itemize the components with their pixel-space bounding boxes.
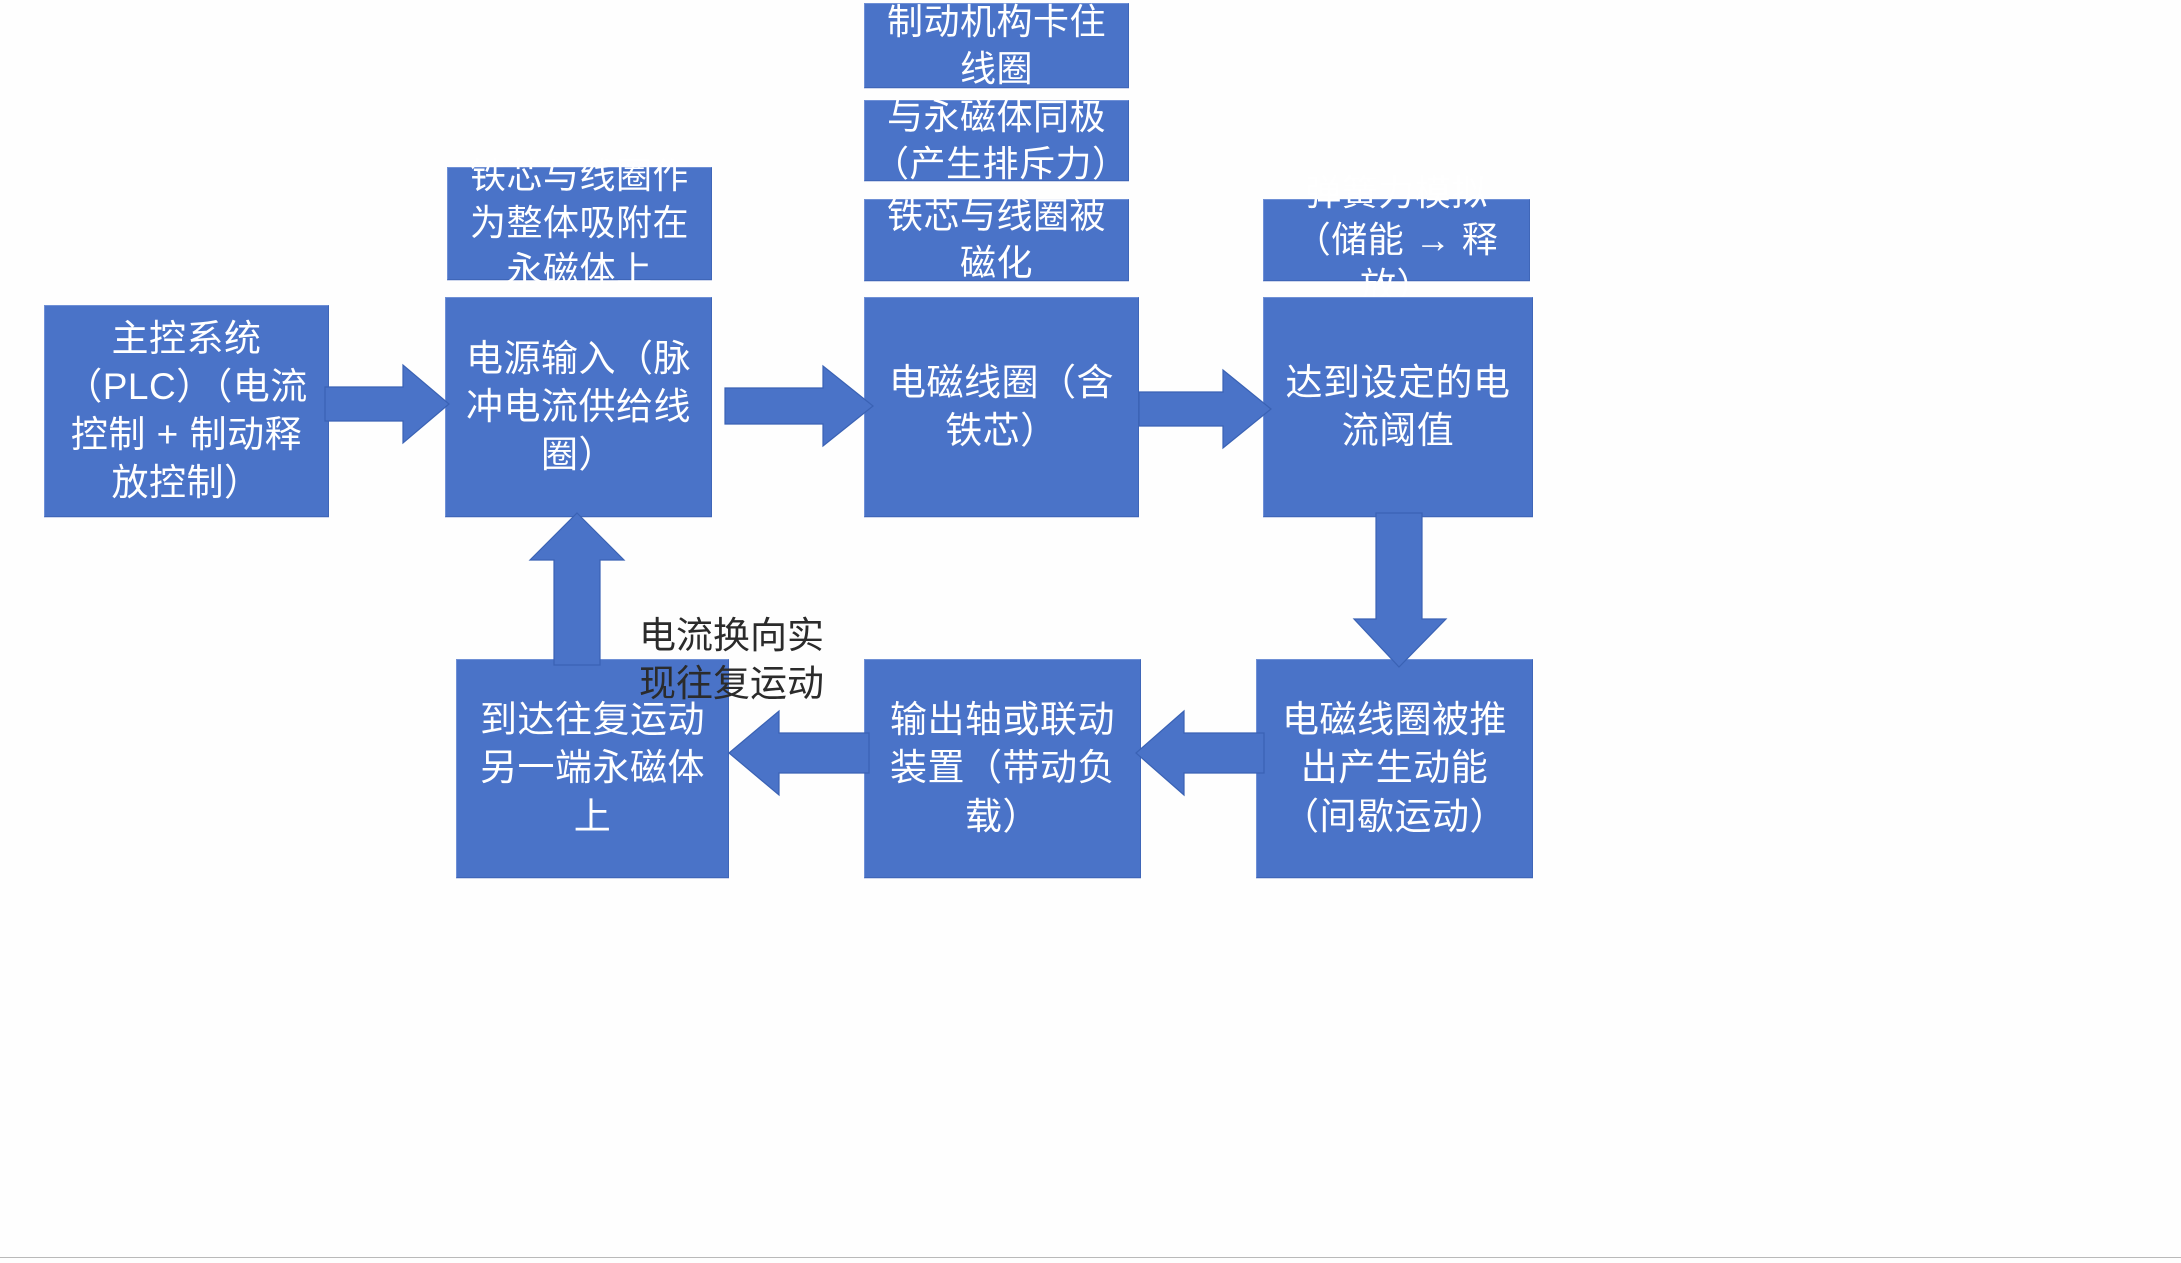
node-threshold-label: 达到设定的电流阈值 [1285,361,1511,451]
note-magnetized-label: 铁芯与线圈被磁化 [886,195,1106,283]
arrow-pushed-out-to-output-shaft [1135,709,1265,797]
arrow-output-shaft-to-other-end [728,709,870,797]
footer-divider [0,1257,2181,1258]
node-output-shaft[interactable]: 输出轴或联动装置（带动负载） [864,659,1141,878]
node-pushed-out-label: 电磁线圈被推出产生动能（间歇运动） [1282,699,1507,837]
arrow-plc-to-power-input [324,363,450,445]
node-coil-label: 电磁线圈（含铁芯） [889,361,1114,451]
node-power-input[interactable]: 电源输入（脉冲电流供给线圈） [445,297,712,517]
note-core-attached[interactable]: 铁芯与线圈作为整体吸附在永磁体上 [447,155,712,290]
note-same-pole[interactable]: 与永磁体同极（产生排斥力） [864,96,1129,184]
node-plc-label: 主控系统（PLC）（电流控制 + 制动释放控制） [65,317,308,504]
node-threshold[interactable]: 达到设定的电流阈值 [1263,297,1533,517]
node-power-input-label: 电源输入（脉冲电流供给线圈） [466,337,691,476]
node-coil[interactable]: 电磁线圈（含铁芯） [864,297,1139,517]
arrow-power-input-to-coil [724,364,874,448]
note-brake-lock[interactable]: 制动机构卡住线圈 [864,1,1129,89]
edge-label-reversal: 电流换向实 现往复运动 [624,565,839,707]
note-spring[interactable]: 弹簧力模拟（储能 → 释放） [1263,172,1530,306]
arrow-threshold-to-pushed-out [1352,512,1448,668]
node-pushed-out[interactable]: 电磁线圈被推出产生动能（间歇运动） [1256,659,1533,878]
note-magnetized[interactable]: 铁芯与线圈被磁化 [864,195,1129,283]
note-spring-label: 弹簧力模拟（储能 → 释放） [1294,171,1499,307]
node-plc[interactable]: 主控系统（PLC）（电流控制 + 制动释放控制） [44,305,329,517]
node-other-end[interactable]: 到达往复运动另一端永磁体上 [456,659,729,878]
node-output-shaft-label: 输出轴或联动装置（带动负载） [890,699,1115,837]
edge-label-reversal-text: 电流换向实 现往复运动 [639,615,824,704]
node-other-end-label: 到达往复运动另一端永磁体上 [480,699,705,837]
note-same-pole-label: 与永磁体同极（产生排斥力） [873,95,1129,184]
arrow-other-end-to-power-input [528,512,626,666]
arrow-coil-to-threshold [1138,368,1272,450]
note-brake-lock-label: 制动机构卡住线圈 [886,0,1106,89]
note-core-attached-label: 铁芯与线圈作为整体吸附在永磁体上 [469,155,689,290]
